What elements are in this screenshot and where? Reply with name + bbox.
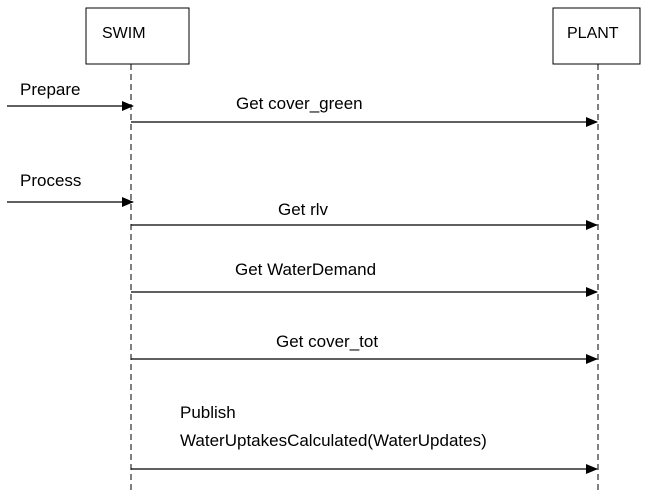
incoming-message-process-label: Process xyxy=(20,171,81,190)
message-get-rlv-label: Get rlv xyxy=(278,200,329,219)
participant-plant-box xyxy=(552,7,641,65)
message-get-waterdemand: Get WaterDemand xyxy=(131,260,598,297)
message-get-cover-green: Get cover_green xyxy=(131,94,598,127)
message-get-rlv: Get rlv xyxy=(131,200,598,230)
message-publish-label-line2: WaterUptakesCalculated(WaterUpdates) xyxy=(180,431,487,450)
participant-swim-box xyxy=(85,7,190,65)
participant-swim-label: SWIM xyxy=(102,25,146,42)
participant-plant: PLANT xyxy=(552,7,641,65)
incoming-message-prepare: Prepare xyxy=(7,80,134,111)
message-get-cover-tot-label: Get cover_tot xyxy=(276,332,378,351)
incoming-message-prepare-label: Prepare xyxy=(20,80,80,99)
participant-plant-label: PLANT xyxy=(567,25,619,42)
incoming-message-process: Process xyxy=(7,171,134,207)
message-publish-label-line1: Publish xyxy=(180,403,236,422)
participant-swim: SWIM xyxy=(85,7,190,65)
message-get-waterdemand-label: Get WaterDemand xyxy=(235,260,376,279)
message-get-cover-green-label: Get cover_green xyxy=(236,94,363,113)
message-publish-wateruptakes: Publish WaterUptakesCalculated(WaterUpda… xyxy=(131,403,598,474)
message-get-cover-tot: Get cover_tot xyxy=(131,332,598,364)
